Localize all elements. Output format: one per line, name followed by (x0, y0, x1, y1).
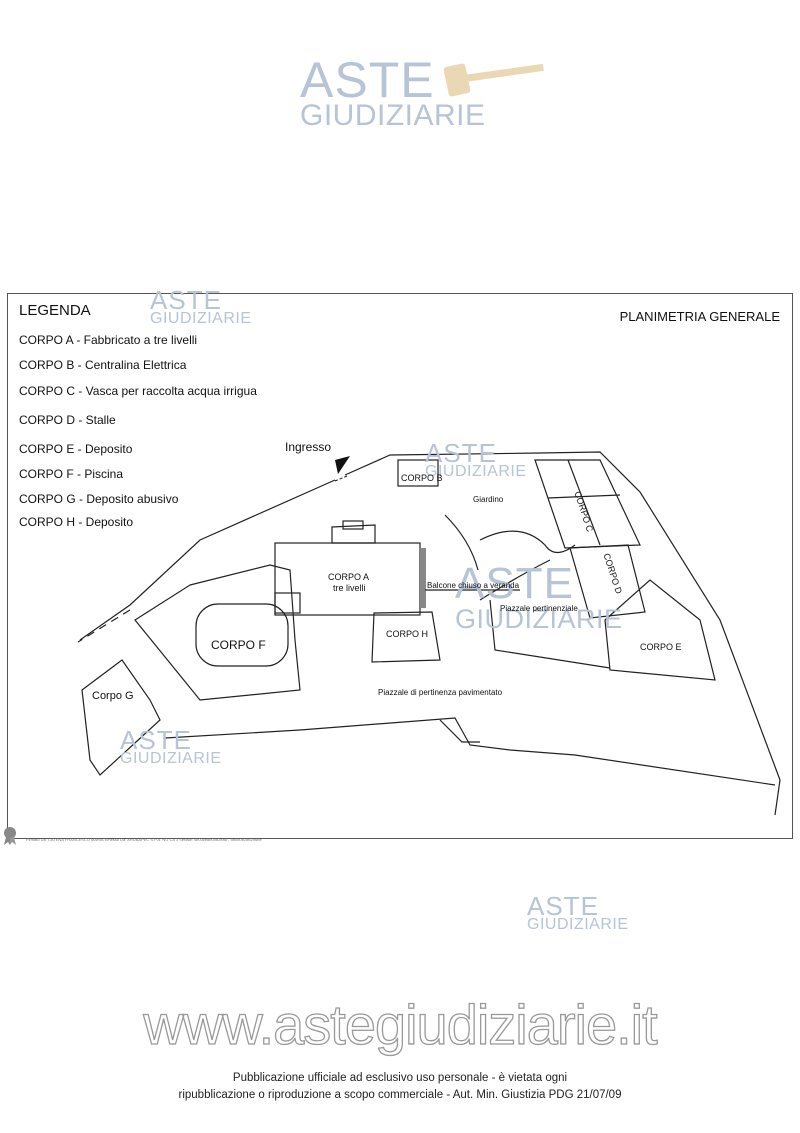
legend-item-corpo-e: CORPO E - Deposito (19, 442, 133, 456)
corpo-g-outline (81, 659, 161, 776)
watermark-giudiziarie: GIUDIZIARIE (425, 463, 527, 480)
piazzale-pavimentato-label: Piazzale di pertinenza pavimentato (378, 688, 503, 697)
watermark-aste: ASTE (150, 285, 222, 315)
watermark-logo: ASTE GIUDIZIARIE (425, 440, 527, 480)
footer-line-1: Pubblicazione ufficiale ad esclusivo uso… (232, 1072, 568, 1084)
piazzale-pertinenziale-label: Piazzale pertinenziale (500, 604, 578, 613)
seal-icon (4, 827, 16, 845)
property-boundary (344, 451, 781, 816)
legend-item-corpo-g: CORPO G - Deposito abusivo (19, 492, 179, 506)
corpo-a-sublabel: tre livelli (333, 583, 366, 593)
legend-title: LEGENDA (19, 302, 91, 319)
legend-item-corpo-d: CORPO D - Stalle (19, 413, 116, 427)
corpo-g-label: Corpo G (92, 690, 134, 702)
digital-signature-text: Firmato Da: CATENA FRANCESCO MARIA Emess… (26, 837, 262, 842)
watermark-giudiziarie: GIUDIZIARIE (120, 750, 222, 767)
watermark-aste: ASTE (425, 438, 497, 468)
plan-title: PLANIMETRIA GENERALE (619, 309, 780, 324)
giardino-label: Giardino (473, 495, 504, 504)
watermark-logo: ASTE GIUDIZIARIE (527, 893, 629, 933)
corpo-h-label: CORPO H (386, 629, 429, 639)
watermark-aste: ASTE (527, 891, 599, 921)
lower-boundary (164, 717, 776, 786)
watermark-giudiziarie: GIUDIZIARIE (150, 310, 252, 327)
watermark-logo: ASTE GIUDIZIARIE (120, 727, 222, 767)
drawing-frame (7, 293, 793, 839)
corpo-a-label: CORPO A (328, 572, 370, 582)
gavel-icon (443, 63, 544, 97)
watermark-giudiziarie: GIUDIZIARIE (527, 916, 629, 933)
ingresso-label: Ingresso (285, 440, 332, 454)
legend-item-corpo-b: CORPO B - Centralina Elettrica (19, 358, 187, 372)
footer-line-2: ripubblicazione o riproduzione a scopo c… (178, 1089, 622, 1101)
pool-area-outline (134, 564, 301, 701)
ingresso-arrow-icon (335, 456, 350, 474)
watermark-aste: ASTE (455, 559, 574, 608)
logo-giudiziarie-text: GIUDIZIARIE (300, 99, 486, 132)
legend-item-corpo-h: CORPO H - Deposito (19, 515, 134, 529)
corpo-f-label: CORPO F (211, 638, 266, 652)
watermark-logo: ASTE GIUDIZIARIE (150, 287, 252, 327)
site-url: www.astegiudiziarie.it (143, 992, 659, 1056)
aste-giudiziarie-logo: ASTE GIUDIZIARIE (300, 55, 486, 131)
watermark-aste: ASTE (120, 725, 192, 755)
corpo-h-outline (371, 611, 441, 663)
watermark-logo: ASTE GIUDIZIARIE (455, 562, 623, 633)
corpo-b-label: CORPO B (401, 473, 443, 483)
corpo-b-outline (397, 459, 439, 487)
corpo-e-label: CORPO E (640, 642, 682, 652)
logo-aste-text: ASTE (300, 52, 435, 108)
legend-item-corpo-f: CORPO F - Piscina (19, 467, 124, 481)
watermark-giudiziarie: GIUDIZIARIE (455, 604, 623, 634)
legend-item-corpo-a: CORPO A - Fabbricato a tre livelli (19, 333, 198, 347)
legend-item-corpo-c: CORPO C - Vasca per raccolta acqua irrig… (19, 384, 257, 398)
balcone-label: Balcone chiuso a veranda (427, 581, 520, 590)
upper-boundary (79, 479, 336, 641)
